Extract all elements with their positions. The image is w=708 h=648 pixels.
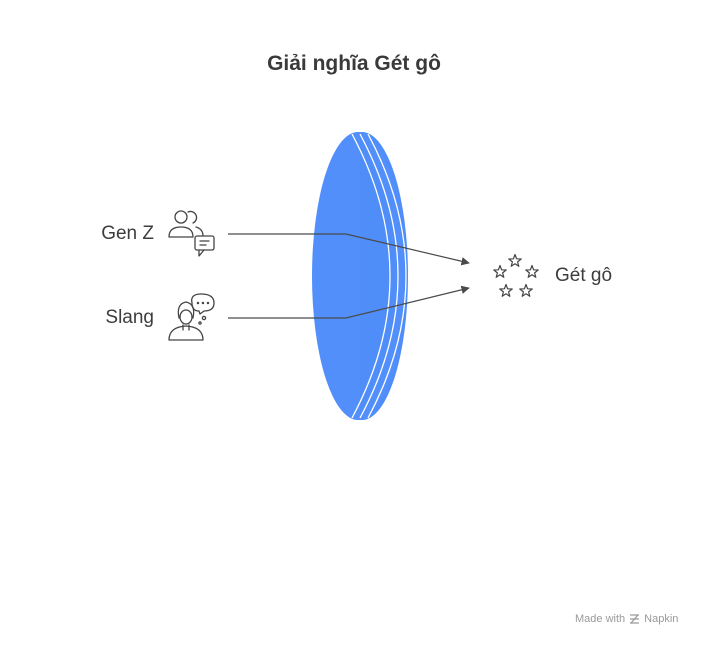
footer-made-with: Made with xyxy=(575,613,626,625)
diagram-title: Giải nghĩa Gét gô xyxy=(267,52,441,75)
footer-credit[interactable]: Made with Napkin xyxy=(575,613,678,625)
napkin-logo-icon xyxy=(630,614,640,624)
person-thought-icon xyxy=(168,293,215,341)
connector-slang xyxy=(228,285,470,319)
connector-genz xyxy=(228,233,470,266)
lens-shape xyxy=(312,132,408,420)
stars-icon xyxy=(493,253,539,297)
input-label-genz: Gen Z xyxy=(101,223,154,244)
users-chat-icon xyxy=(168,210,215,257)
output-label: Gét gô xyxy=(555,265,613,286)
input-label-slang: Slang xyxy=(105,307,154,328)
footer-brand: Napkin xyxy=(644,613,679,625)
